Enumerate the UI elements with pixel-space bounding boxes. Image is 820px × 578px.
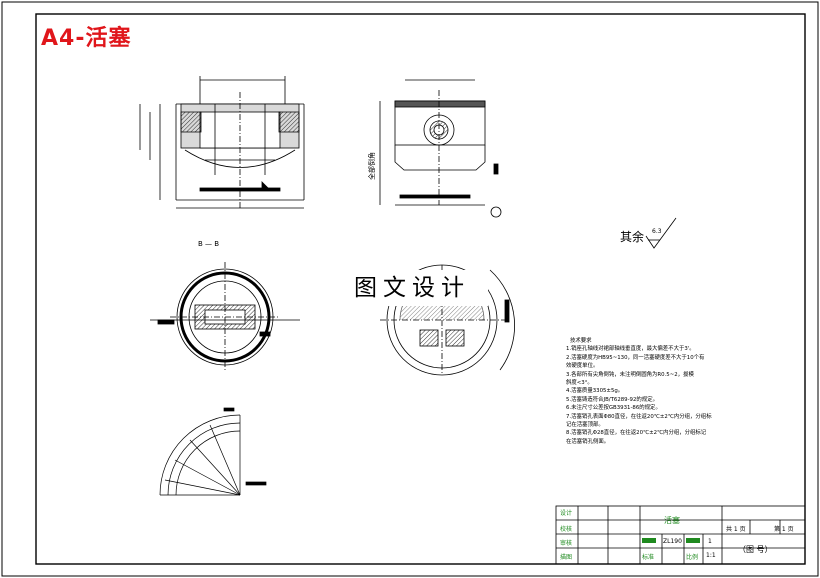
notes-heading: 技术要求 (570, 338, 592, 344)
note-line: 2.活塞硬度为HB95~130，同一活塞硬度差不大于10个有 (566, 354, 705, 361)
roughness-label: 其余 (620, 230, 645, 244)
roughness-value: 6.3 (652, 228, 662, 235)
technical-notes: 技术要求 1.销座孔轴线对裙部轴线垂直度，最大偏差不大于3'。 2.活塞硬度为H… (566, 337, 766, 446)
note-line: 6.未注尺寸公差按GB3931-86的规定。 (566, 405, 661, 412)
note-line: 4.活塞质量3305±5g。 (566, 388, 624, 395)
inner-frame (35, 13, 806, 565)
tb-scale: 1:1 (706, 552, 716, 559)
side-view-note: 全部倒角 (367, 152, 376, 180)
sheet-title: A4-活塞 (41, 26, 132, 51)
bb-section-view (150, 262, 300, 372)
roughness-symbol (645, 217, 677, 249)
note-line: 3.各部所有尖角倒钝，未注明倒圆角为R0.5~2，拔模 (566, 371, 694, 378)
tb-label-trace: 描图 (560, 554, 573, 561)
tb-sheet-no: 第 1 页 (774, 526, 794, 533)
side-view (379, 79, 502, 218)
title-block (555, 505, 806, 565)
tb-sheet-total: 共 1 页 (726, 526, 746, 533)
groove-detail-view (159, 407, 267, 496)
note-line: 8.活塞销孔Φ28直径，在往返20℃±2℃内分组，分组标记 (566, 430, 707, 437)
note-line: 5.活塞铸造符合JB/T6289-92的规定。 (566, 396, 658, 403)
tb-label-design: 设计 (560, 510, 573, 517)
tb-part-name: 活塞 (664, 516, 680, 525)
tb-label-review: 审核 (560, 540, 573, 547)
tb-label-standard: 标准 (642, 554, 655, 561)
tb-label-check: 校核 (560, 526, 573, 533)
note-line: 记在活塞顶部。 (566, 422, 604, 429)
note-line: 7.活塞销孔表面Φ80直径，在往返20℃±2℃内分组，分组标 (566, 413, 712, 420)
note-line: 效硬度单位。 (566, 363, 599, 370)
tb-drawing-no: （图 号） (738, 545, 773, 554)
tb-label-scale: 比例 (686, 554, 699, 561)
tb-model: ZL190 (663, 538, 682, 545)
front-section-view (139, 76, 305, 210)
note-line: 1.销座孔轴线对裙部轴线垂直度，最大偏差不大于3'。 (566, 346, 695, 353)
note-line: 斜度<3°。 (566, 380, 593, 387)
watermark-text: 图文设计 (336, 270, 488, 306)
note-line: 在活塞销孔侧面。 (566, 438, 610, 445)
section-label: B — B (198, 240, 220, 248)
tb-quantity: 1 (708, 538, 712, 545)
